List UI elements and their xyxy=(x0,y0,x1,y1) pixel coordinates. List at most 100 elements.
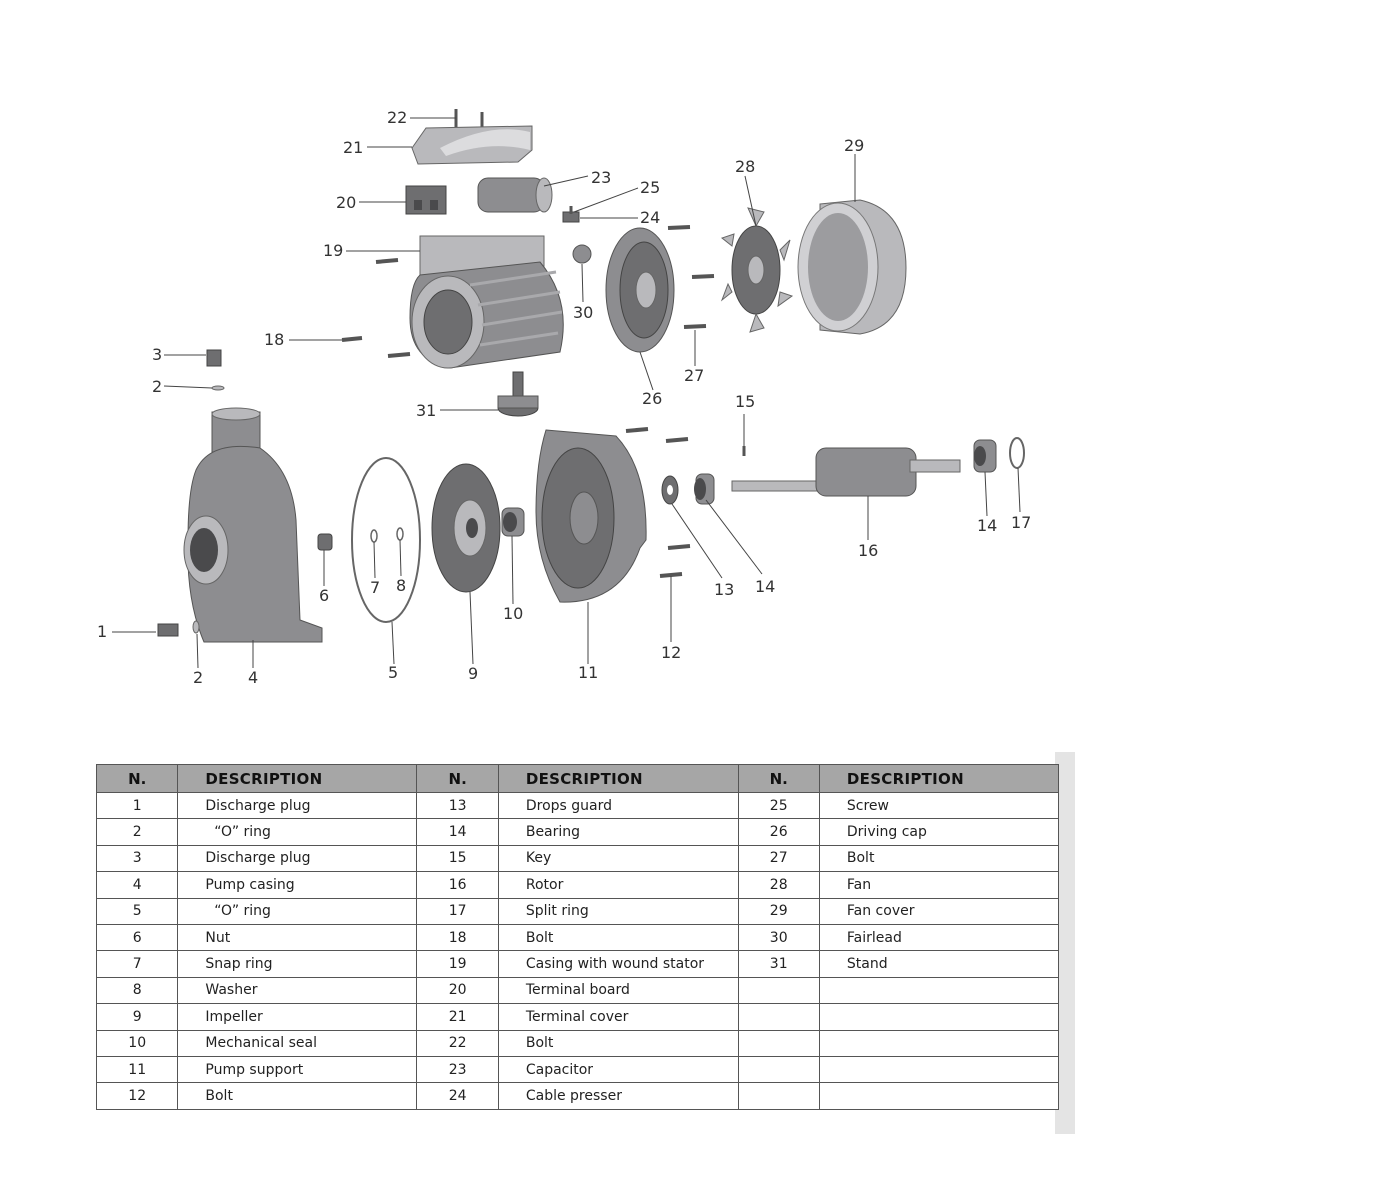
part-17-split-ring xyxy=(1009,437,1025,469)
part-number-cell: 15 xyxy=(416,844,499,873)
leader-lines xyxy=(112,117,1021,669)
part-description-cell xyxy=(818,976,1060,1005)
part-description-cell: Terminal board xyxy=(497,976,739,1005)
part-description-cell: Casing with wound stator xyxy=(497,950,739,978)
table-shadow xyxy=(1055,752,1075,1134)
part-5-o-ring xyxy=(351,457,421,623)
callout-18: 18 xyxy=(264,330,284,349)
part-number-cell: 18 xyxy=(416,923,499,952)
callout-14: 14 xyxy=(755,577,775,596)
part-number-cell: 2 xyxy=(95,818,179,846)
callout-7: 7 xyxy=(370,578,380,597)
part-number-cell xyxy=(737,976,820,1005)
part-number-cell xyxy=(737,1029,820,1057)
part-number-cell: 13 xyxy=(416,791,499,820)
table-header-row: N. DESCRIPTION N. DESCRIPTION N. DESCRIP… xyxy=(95,764,1060,793)
part-number-cell: 24 xyxy=(416,1082,499,1110)
part-27-bolts xyxy=(667,225,715,329)
part-14-bearing-front xyxy=(694,473,715,505)
header-number-1: N. xyxy=(95,764,179,793)
part-number-cell: 17 xyxy=(416,897,499,925)
part-1-discharge-plug xyxy=(157,623,179,637)
part-number-cell: 3 xyxy=(95,844,179,873)
part-number-cell: 6 xyxy=(95,923,179,952)
part-26-driving-cap xyxy=(605,227,675,353)
part-number-cell: 9 xyxy=(95,1003,179,1031)
part-description-cell: Bolt xyxy=(497,1029,739,1057)
part-9-impeller xyxy=(431,463,501,593)
part-10-mechanical-seal xyxy=(501,507,525,537)
part-number-cell: 5 xyxy=(95,897,179,925)
callout-17: 17 xyxy=(1011,513,1031,532)
part-description-cell: Terminal cover xyxy=(497,1003,739,1031)
part-description-cell: Drops guard xyxy=(497,791,739,820)
part-number-cell: 12 xyxy=(95,1082,179,1110)
part-description-cell xyxy=(818,1029,1060,1057)
callout-16: 16 xyxy=(858,541,878,560)
part-description-cell: Fan cover xyxy=(818,897,1060,925)
part-2-o-ring-bottom xyxy=(192,620,200,634)
header-description-1: DESCRIPTION xyxy=(177,764,418,793)
part-28-fan xyxy=(720,207,794,333)
part-description-cell: “O” ring xyxy=(177,897,418,925)
part-18-bolts xyxy=(341,258,411,358)
callout-27: 27 xyxy=(684,366,704,385)
part-24-25-cable-presser xyxy=(562,206,580,223)
part-description-cell: Cable presser xyxy=(497,1082,739,1110)
callout-26: 26 xyxy=(642,389,662,408)
part-description-cell: Discharge plug xyxy=(177,791,418,820)
part-number-cell: 22 xyxy=(416,1029,499,1057)
part-number-cell: 11 xyxy=(95,1055,179,1084)
callout-14-rear: 14 xyxy=(977,516,997,535)
header-description-3: DESCRIPTION xyxy=(818,764,1060,793)
part-description-cell xyxy=(818,1082,1060,1110)
callout-23: 23 xyxy=(591,168,611,187)
callout-28: 28 xyxy=(735,157,755,176)
part-number-cell: 30 xyxy=(737,923,820,952)
part-number-cell: 7 xyxy=(95,950,179,978)
part-description-cell xyxy=(818,1055,1060,1084)
part-14-bearing-rear xyxy=(973,439,997,473)
part-number-cell: 10 xyxy=(95,1029,179,1057)
part-description-cell: Bolt xyxy=(818,844,1060,873)
part-description-cell: Fan xyxy=(818,871,1060,899)
part-12-bolts xyxy=(625,427,691,578)
part-number-cell: 20 xyxy=(416,976,499,1005)
callout-9: 9 xyxy=(468,664,478,683)
part-7-snap-ring xyxy=(370,529,378,543)
part-number-cell: 1 xyxy=(95,791,179,820)
part-number-cell: 31 xyxy=(737,950,820,978)
part-description-cell: Nut xyxy=(177,923,418,952)
part-description-cell: Bolt xyxy=(497,923,739,952)
part-31-stand xyxy=(497,371,539,417)
callout-21: 21 xyxy=(343,138,363,157)
callout-2-top: 2 xyxy=(152,377,162,396)
part-number-cell: 28 xyxy=(737,871,820,899)
part-description-cell: Driving cap xyxy=(818,818,1060,846)
part-number-cell: 14 xyxy=(416,818,499,846)
callout-3: 3 xyxy=(152,345,162,364)
header-number-2: N. xyxy=(416,764,499,793)
part-4-pump-casing xyxy=(183,407,323,643)
part-20-terminal-board xyxy=(405,185,447,215)
callout-19: 19 xyxy=(323,241,343,260)
part-number-cell: 21 xyxy=(416,1003,499,1031)
part-description-cell: Pump casing xyxy=(177,871,418,899)
part-16-rotor xyxy=(731,447,961,497)
part-21-terminal-cover xyxy=(411,125,533,165)
callout-11: 11 xyxy=(578,663,598,682)
part-number-cell: 16 xyxy=(416,871,499,899)
part-number-cell: 8 xyxy=(95,976,179,1005)
header-number-3: N. xyxy=(737,764,820,793)
part-number-cell xyxy=(737,1055,820,1084)
part-29-fan-cover xyxy=(797,199,907,335)
